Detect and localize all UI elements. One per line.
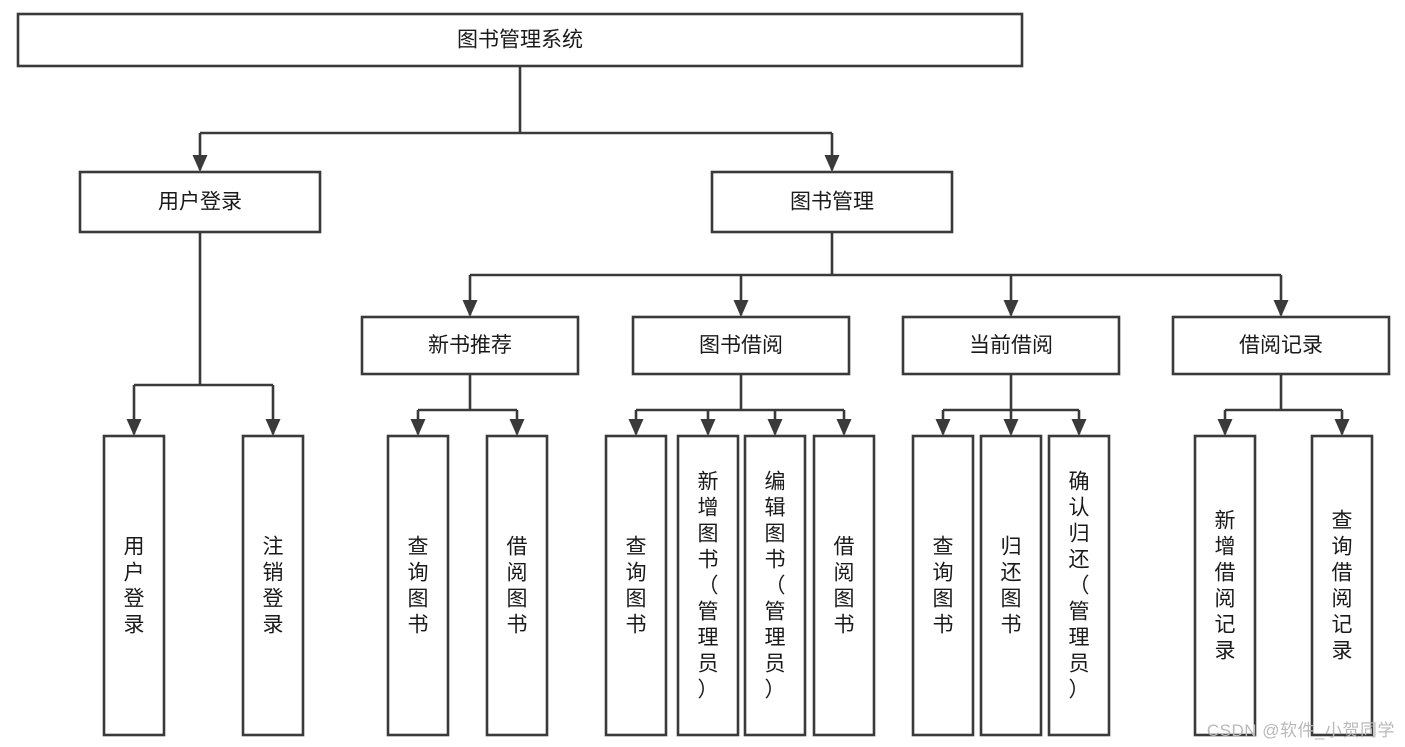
node-leaf-user-logout[interactable]: 注销登录 bbox=[241, 434, 305, 737]
node-current-borrow-label: 当前借阅 bbox=[969, 334, 1053, 357]
arrow-head-icon bbox=[836, 419, 852, 436]
node-root-label: 图书管理系统 bbox=[457, 29, 583, 52]
node-book-manage-label: 图书管理 bbox=[790, 191, 874, 214]
node-leaf-user-login[interactable]: 用户登录 bbox=[102, 434, 166, 737]
nodes-layer: 图书管理系统用户登录图书管理新书推荐图书借阅当前借阅借阅记录用户登录注销登录查询… bbox=[16, 12, 1391, 737]
node-book-borrow[interactable]: 图书借阅 bbox=[631, 315, 851, 376]
node-leaf-query-book-3[interactable]: 查询图书 bbox=[911, 434, 975, 737]
arrow-head-icon bbox=[509, 419, 525, 436]
node-borrow-record-label: 借阅记录 bbox=[1239, 334, 1323, 357]
node-leaf-edit-book-rect bbox=[743, 434, 807, 737]
node-new-book-rec-rect bbox=[360, 315, 580, 376]
node-book-manage[interactable]: 图书管理 bbox=[710, 170, 954, 234]
node-user-login[interactable]: 用户登录 bbox=[78, 170, 322, 234]
node-leaf-add-book-rect bbox=[676, 434, 740, 737]
node-leaf-user-login-label: 用户登录 bbox=[124, 536, 145, 637]
arrow-head-icon bbox=[265, 419, 281, 436]
node-borrow-record-rect bbox=[1171, 315, 1391, 376]
node-new-book-rec[interactable]: 新书推荐 bbox=[360, 315, 580, 376]
node-leaf-borrow-book-2-rect bbox=[812, 434, 876, 737]
node-leaf-edit-book[interactable]: 编辑图书（管理员） bbox=[743, 434, 807, 737]
node-leaf-query-record-label: 查询借阅记录 bbox=[1332, 510, 1353, 663]
node-leaf-return-book[interactable]: 归还图书 bbox=[979, 434, 1043, 737]
node-leaf-add-book-label: 新增图书（管理员） bbox=[698, 471, 719, 702]
arrow-head-icon bbox=[1334, 419, 1350, 436]
arrow-head-icon bbox=[1003, 300, 1019, 317]
node-root[interactable]: 图书管理系统 bbox=[16, 12, 1024, 68]
node-book-borrow-label: 图书借阅 bbox=[699, 334, 783, 357]
node-leaf-query-book-2[interactable]: 查询图书 bbox=[604, 434, 668, 737]
node-new-book-rec-label: 新书推荐 bbox=[428, 334, 512, 357]
node-leaf-query-book-2-rect bbox=[604, 434, 668, 737]
node-leaf-add-record-label: 新增借阅记录 bbox=[1215, 510, 1236, 663]
node-leaf-confirm-return-label: 确认归还（管理员） bbox=[1069, 471, 1090, 702]
arrow-head-icon bbox=[1003, 419, 1019, 436]
arrow-head-icon bbox=[462, 300, 478, 317]
node-leaf-query-book-3-label: 查询图书 bbox=[933, 536, 954, 637]
arrow-head-icon bbox=[126, 419, 142, 436]
node-leaf-query-record[interactable]: 查询借阅记录 bbox=[1310, 434, 1374, 737]
arrow-head-icon bbox=[1217, 419, 1233, 436]
node-leaf-borrow-book-2[interactable]: 借阅图书 bbox=[812, 434, 876, 737]
node-leaf-query-book-1[interactable]: 查询图书 bbox=[386, 434, 450, 737]
node-leaf-confirm-return-rect bbox=[1047, 434, 1111, 737]
node-leaf-query-book-1-label: 查询图书 bbox=[408, 536, 429, 637]
node-leaf-query-record-rect bbox=[1310, 434, 1374, 737]
node-leaf-confirm-return[interactable]: 确认归还（管理员） bbox=[1047, 434, 1111, 737]
node-leaf-add-book[interactable]: 新增图书（管理员） bbox=[676, 434, 740, 737]
arrow-head-icon bbox=[733, 300, 749, 317]
node-leaf-borrow-book-2-label: 借阅图书 bbox=[834, 536, 855, 637]
node-leaf-query-book-3-rect bbox=[911, 434, 975, 737]
connectors-layer bbox=[126, 66, 1350, 436]
node-book-borrow-rect bbox=[631, 315, 851, 376]
node-leaf-return-book-label: 归还图书 bbox=[1001, 536, 1022, 637]
arrow-head-icon bbox=[1071, 419, 1087, 436]
node-leaf-borrow-book-1-label: 借阅图书 bbox=[507, 536, 528, 637]
node-borrow-record[interactable]: 借阅记录 bbox=[1171, 315, 1391, 376]
node-current-borrow-rect bbox=[901, 315, 1121, 376]
arrow-head-icon bbox=[192, 155, 208, 172]
node-leaf-user-login-rect bbox=[102, 434, 166, 737]
arrow-head-icon bbox=[628, 419, 644, 436]
node-user-login-rect bbox=[78, 170, 322, 234]
arrow-head-icon bbox=[935, 419, 951, 436]
node-user-login-label: 用户登录 bbox=[158, 191, 242, 214]
node-leaf-user-logout-label: 注销登录 bbox=[263, 536, 284, 637]
node-leaf-borrow-book-1-rect bbox=[485, 434, 549, 737]
arrow-head-icon bbox=[824, 155, 840, 172]
node-leaf-query-book-2-label: 查询图书 bbox=[626, 536, 647, 637]
arrow-head-icon bbox=[410, 419, 426, 436]
node-leaf-add-record-rect bbox=[1193, 434, 1257, 737]
arrow-head-icon bbox=[1273, 300, 1289, 317]
node-leaf-return-book-rect bbox=[979, 434, 1043, 737]
node-leaf-add-record[interactable]: 新增借阅记录 bbox=[1193, 434, 1257, 737]
node-leaf-query-book-1-rect bbox=[386, 434, 450, 737]
node-root-rect bbox=[16, 12, 1024, 68]
node-leaf-borrow-book-1[interactable]: 借阅图书 bbox=[485, 434, 549, 737]
arrow-head-icon bbox=[700, 419, 716, 436]
node-book-manage-rect bbox=[710, 170, 954, 234]
node-leaf-user-logout-rect bbox=[241, 434, 305, 737]
arrow-head-icon bbox=[767, 419, 783, 436]
node-leaf-edit-book-label: 编辑图书（管理员） bbox=[765, 471, 786, 702]
node-current-borrow[interactable]: 当前借阅 bbox=[901, 315, 1121, 376]
